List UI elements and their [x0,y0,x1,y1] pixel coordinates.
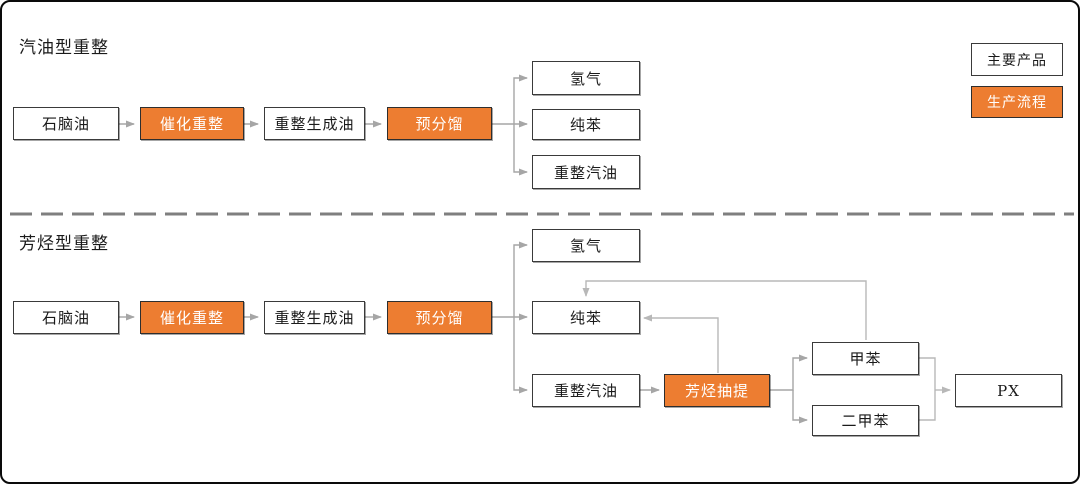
merge-and-feedback-arrows [582,280,951,421]
node-naphtha-aromatics: 石脑油 [13,301,119,334]
legend-production-process: 生产流程 [971,86,1063,118]
node-px: PX [955,374,1062,407]
node-reformed-gasoline-gasoline: 重整汽油 [532,155,640,189]
section-title-gasoline-reforming: 汽油型重整 [19,38,109,58]
node-catalytic-reforming-aromatics: 催化重整 [140,301,244,334]
node-reformed-gasoline-aromatics: 重整汽油 [532,374,640,407]
legend-main-product: 主要产品 [971,43,1063,76]
section-title-aromatics-reforming: 芳烃型重整 [19,234,109,254]
node-aromatics-extraction: 芳烃抽提 [664,374,770,407]
aromatics-flow-arrows [119,241,808,424]
node-naphtha-gasoline: 石脑油 [13,107,119,140]
node-hydrogen-aromatics: 氢气 [532,229,640,262]
node-hydrogen-gasoline: 氢气 [532,61,640,95]
node-toluene: 甲苯 [812,342,919,375]
node-prefractionation-gasoline: 预分馏 [387,107,492,140]
node-prefractionation-aromatics: 预分馏 [387,301,492,334]
node-xylene: 二甲苯 [812,405,919,436]
node-reformate-aromatics: 重整生成油 [264,301,365,334]
node-catalytic-reforming-gasoline: 催化重整 [140,107,244,140]
gasoline-flow-arrows [119,74,528,176]
node-reformate-gasoline: 重整生成油 [264,107,365,140]
node-benzene-aromatics: 纯苯 [532,301,640,334]
node-benzene-gasoline: 纯苯 [532,109,640,140]
